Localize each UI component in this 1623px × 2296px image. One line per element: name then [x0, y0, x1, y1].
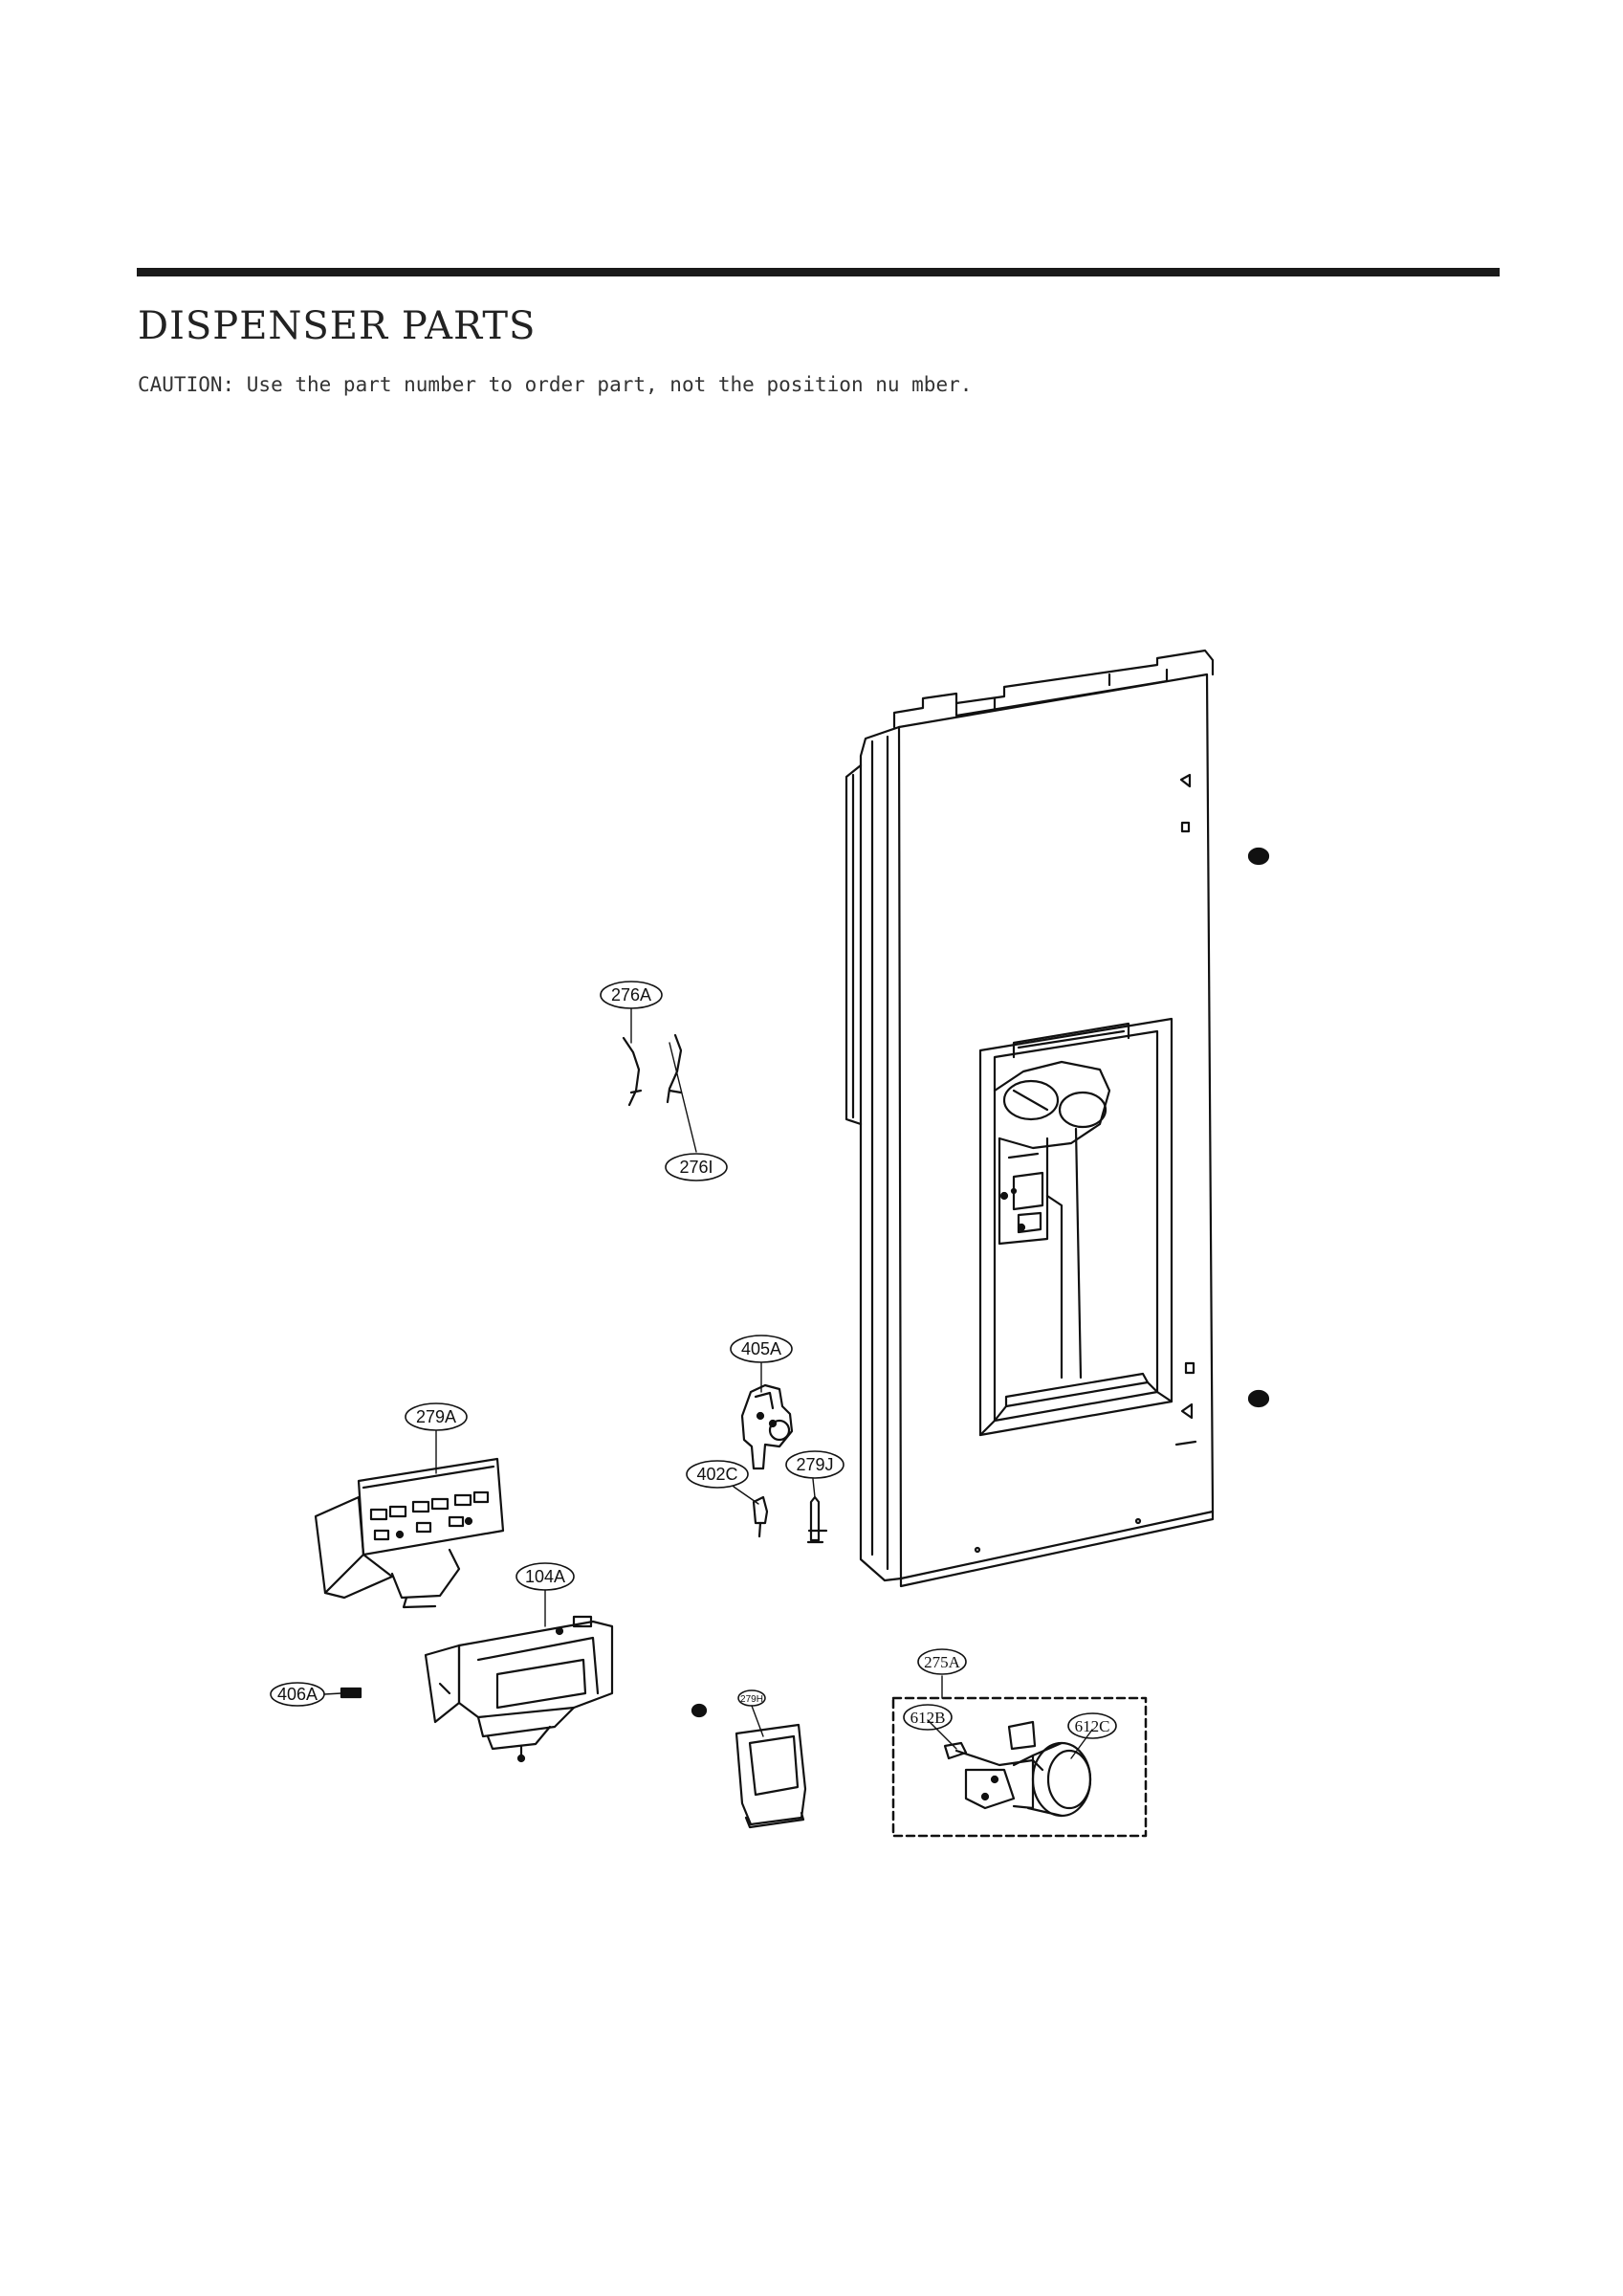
callout-ovals [270, 981, 1117, 1739]
part-402C [752, 1495, 769, 1538]
part-406A [340, 1687, 362, 1699]
part-276-wires [622, 1033, 683, 1107]
callout-276I: 276I [679, 1158, 713, 1177]
part-279A-cover [314, 1457, 505, 1609]
callout-402C: 402C [696, 1465, 737, 1484]
callout-405A: 405A [741, 1339, 781, 1358]
caution-note: CAUTION: Use the part number to order pa… [138, 373, 973, 396]
part-279H-cover [691, 1703, 807, 1829]
part-104A-housing [424, 1615, 614, 1763]
door-assembly [844, 649, 1270, 1588]
callout-279J: 279J [796, 1455, 833, 1474]
callout-276A: 276A [611, 985, 651, 1004]
callout-612C: 612C [1075, 1717, 1110, 1735]
callout-406A: 406A [277, 1685, 318, 1704]
part-275A-motor-group [891, 1696, 1148, 1838]
leader-lines [323, 1007, 1093, 1759]
header-rule [137, 268, 1500, 276]
part-405A-bracket [740, 1383, 794, 1470]
callout-104A: 104A [525, 1567, 565, 1586]
callout-279A: 279A [416, 1407, 456, 1426]
callout-275A: 275A [924, 1653, 961, 1671]
callout-612B: 612B [910, 1709, 946, 1727]
callout-279H: 279H [740, 1694, 763, 1705]
part-279J-screw [806, 1495, 828, 1544]
page-title: DISPENSER PARTS [138, 304, 537, 348]
